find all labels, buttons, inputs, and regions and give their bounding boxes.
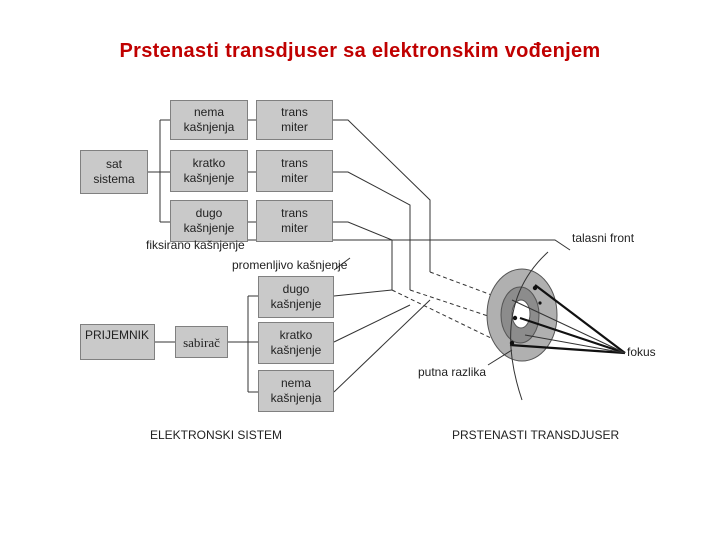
rx-no-delay-box: nema kašnjenja: [258, 370, 334, 412]
rx-short-delay-box: kratko kašnjenje: [258, 322, 334, 364]
system-clock-box: sat sistema: [80, 150, 148, 194]
tx-no-delay-box: nema kašnjenja: [170, 100, 248, 140]
path-difference-label: putna razlika: [418, 365, 487, 379]
tx-short-delay-box: kratko kašnjenje: [170, 150, 248, 192]
receiver-box: PRIJEMNIK: [80, 324, 155, 360]
wave-front-label: talasni front: [572, 231, 635, 245]
transmitter-box-2: trans miter: [256, 150, 333, 192]
transmitter-box-3: trans miter: [256, 200, 333, 242]
variable-delay-label: promenljivo kašnjenje: [232, 258, 348, 272]
summer-box: sabirač: [175, 326, 228, 358]
ring-center: [511, 299, 531, 329]
page-title: Prstenasti transdjuser sa elektronskim v…: [119, 40, 601, 62]
wave-front-arc: [510, 251, 549, 401]
tx-long-delay-box: dugo kašnjenje: [170, 200, 248, 242]
transmitter-box-1: trans miter: [256, 100, 333, 140]
rx-long-delay-box: dugo kašnjenje: [258, 276, 334, 318]
focus-label: fokus: [627, 345, 656, 359]
ring-transducer-label: PRSTENASTI TRANSDJUSER: [452, 428, 620, 442]
electronic-system-label: ELEKTRONSKI SISTEM: [150, 428, 283, 442]
fixed-delay-label: fiksirano kašnjenje: [146, 238, 245, 252]
